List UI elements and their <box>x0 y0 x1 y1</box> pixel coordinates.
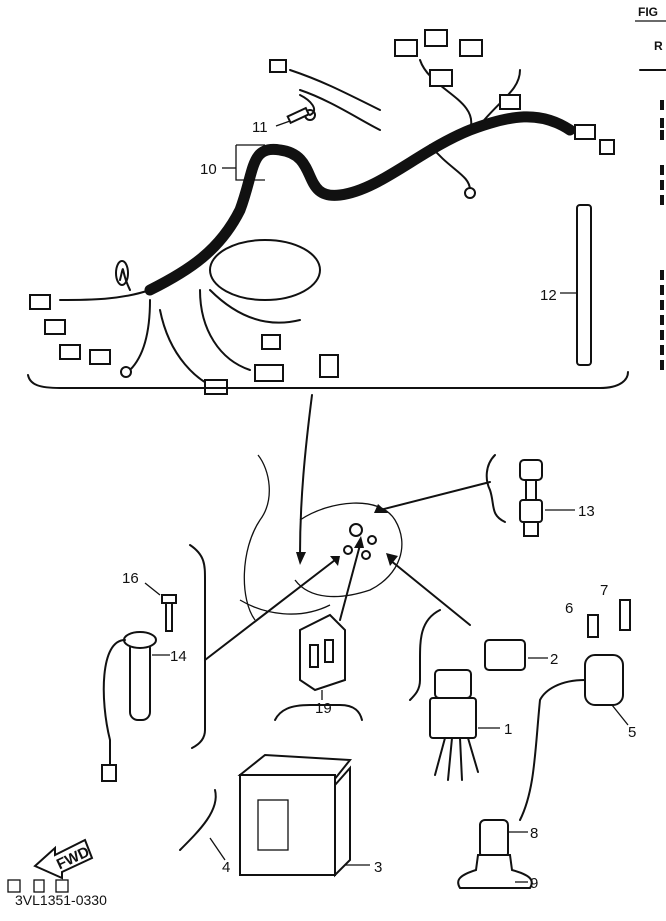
drawing-stamp <box>7 879 69 893</box>
ref-header: R <box>654 39 663 53</box>
callout-10: 10 <box>200 161 217 178</box>
screw-6 <box>587 614 599 638</box>
cable-band <box>576 204 592 366</box>
callout-7: 7 <box>600 582 608 599</box>
drawing-code: 3VL1351-0330 <box>15 892 107 908</box>
callout-13: 13 <box>578 503 595 520</box>
callout-9: 9 <box>530 875 538 892</box>
callout-14: 14 <box>170 648 187 665</box>
screw-7 <box>619 599 631 631</box>
callout-2: 2 <box>550 651 558 668</box>
starter-relay-5 <box>519 654 624 821</box>
callout-12: 12 <box>540 287 557 304</box>
screw-16 <box>161 594 177 632</box>
fig-header: FIG <box>638 5 658 19</box>
breather-hose-4 <box>179 789 217 851</box>
fuse <box>286 106 311 125</box>
callout-8: 8 <box>530 825 538 842</box>
callout-6: 6 <box>565 600 573 617</box>
fwd-arrow-icon: FWD <box>33 838 94 880</box>
cover-9 <box>457 854 533 889</box>
battery-3 <box>237 753 352 878</box>
sensor-13 <box>519 459 543 537</box>
bracket-19 <box>299 613 346 692</box>
callout-11: 11 <box>252 119 268 136</box>
grip-14 <box>101 631 157 782</box>
relay-2 <box>484 639 526 671</box>
cap-8 <box>479 819 509 859</box>
callout-19: 19 <box>315 700 332 717</box>
relay-1 <box>429 669 479 781</box>
callout-5: 5 <box>628 724 636 741</box>
wire-harness <box>29 29 615 395</box>
callout-16: 16 <box>122 570 139 587</box>
callout-4: 4 <box>222 859 230 876</box>
reference-column-marks <box>660 100 664 370</box>
callout-3: 3 <box>374 859 382 876</box>
callout-1: 1 <box>504 721 512 738</box>
frame-outline <box>239 454 403 621</box>
